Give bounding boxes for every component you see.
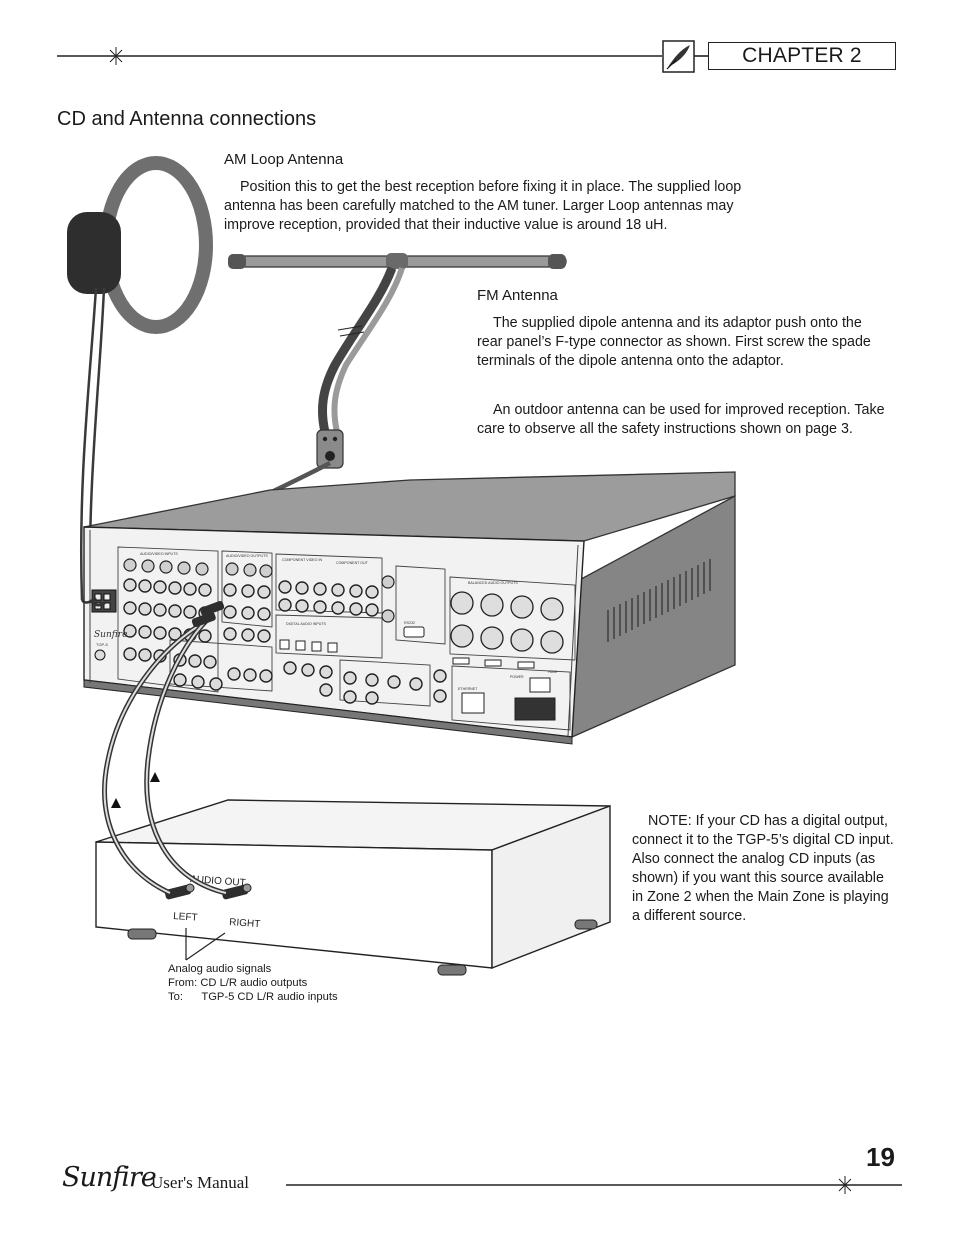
panel-label: RS232 <box>404 621 415 625</box>
panel-label: AUDIO/VIDEO OUTPUTS <box>226 554 268 558</box>
caption-line-2: From: CD L/R audio outputs <box>168 977 308 989</box>
am-antenna-title: AM Loop Antenna <box>224 151 344 168</box>
note-text: NOTE: If your CD has a digital output, c… <box>632 813 894 924</box>
caption-line-3: To: TGP-5 CD L/R audio inputs <box>168 991 338 1003</box>
arrow-up-icon <box>111 798 121 808</box>
panel-label: HDMI <box>548 670 557 674</box>
receiver-rear-panel: Sunfire TGP-5 AUDIO/VIDEO INPUTS AUDIO/V… <box>83 471 736 745</box>
fm-antenna-paragraph-1: The supplied dipole antenna and its adap… <box>477 315 871 369</box>
footer-brand-logo: Sunfire <box>62 1162 157 1193</box>
receiver-model-label: TGP-5 <box>96 642 109 647</box>
panel-label: COMPONENT VIDEO IN <box>282 558 322 562</box>
page-number: 19 <box>866 1142 895 1172</box>
connection-illustration: Sunfire TGP-5 AUDIO/VIDEO INPUTS AUDIO/V… <box>67 156 736 976</box>
panel-label: DIGITAL AUDIO INPUTS <box>286 622 327 626</box>
panel-label: ETHERNET <box>458 687 478 691</box>
am-antenna-paragraph: Position this to get the best reception … <box>224 179 742 233</box>
header-rule <box>57 40 708 73</box>
cd-player: AUDIO OUT LEFT RIGHT <box>95 799 611 976</box>
star-ornament-icon <box>836 1176 854 1194</box>
fm-antenna-paragraph-2: An outdoor antenna can be used for impro… <box>477 402 885 437</box>
footer-manual-label: User's Manual <box>151 1173 249 1192</box>
caption-line-1: Analog audio signals <box>168 963 272 975</box>
panel-label: COMPONENT OUT <box>336 561 369 565</box>
analog-audio-cables <box>102 600 227 896</box>
fm-antenna-title: FM Antenna <box>477 287 558 304</box>
chapter-label: CHAPTER 2 <box>708 42 896 70</box>
left-label: LEFT <box>173 911 198 924</box>
panel-label: BALANCED AUDIO OUTPUTS <box>468 581 518 585</box>
footer-rule <box>286 1176 902 1194</box>
right-label: RIGHT <box>229 917 261 930</box>
star-ornament-icon <box>107 47 125 65</box>
panel-label: AUDIO/VIDEO INPUTS <box>140 552 178 556</box>
quill-pen-icon <box>662 40 708 73</box>
receiver-brand-label: Sunfire <box>94 630 127 640</box>
arrow-up-icon <box>150 772 160 782</box>
am-loop-antenna-icon <box>67 156 213 601</box>
panel-label: POWER <box>510 675 524 679</box>
fm-dipole-antenna-icon <box>93 253 567 592</box>
signal-caption: Analog audio signals From: CD L/R audio … <box>168 962 428 1004</box>
section-title: CD and Antenna connections <box>57 108 317 130</box>
